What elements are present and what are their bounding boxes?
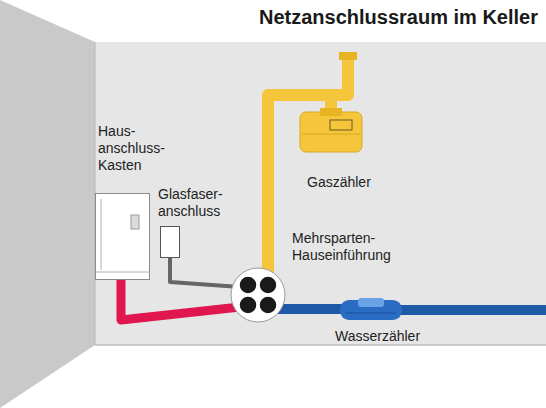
house-connection-box-shape [95, 193, 150, 280]
back-wall [95, 42, 546, 345]
gas-meter: Gaszähler [300, 108, 362, 152]
fiber-connection-box-shape [160, 226, 180, 258]
node-label: Mehrsparten-Hauseinführung [292, 230, 391, 264]
water-pipe-connector [278, 304, 344, 314]
node-label: Gaszähler [307, 174, 371, 191]
water-meter-shape [340, 298, 402, 322]
side-wall [0, 0, 95, 408]
node-label: Haus- anschluss- Kasten [98, 123, 165, 174]
water-meter: Wasserzähler [340, 298, 402, 322]
multi-utility-entry: Mehrsparten-Hauseinführung [230, 267, 286, 323]
multi-utility-entry-shape [230, 267, 286, 323]
fiber-cable [170, 258, 240, 287]
water-pipe [400, 305, 546, 315]
node-label: Glasfaser- anschluss [158, 186, 223, 220]
diagram-title: Netzanschlussraum im Keller [259, 6, 538, 29]
pipe-cap [339, 52, 357, 60]
fiber-connection-box: Glasfaser- anschluss [160, 226, 180, 258]
house-connection-box: Haus- anschluss- Kasten [95, 193, 150, 280]
node-label: Wasserzähler [335, 328, 420, 345]
gas-pipe [331, 58, 348, 95]
gas-meter-shape [300, 108, 362, 152]
floor-line [95, 344, 546, 346]
